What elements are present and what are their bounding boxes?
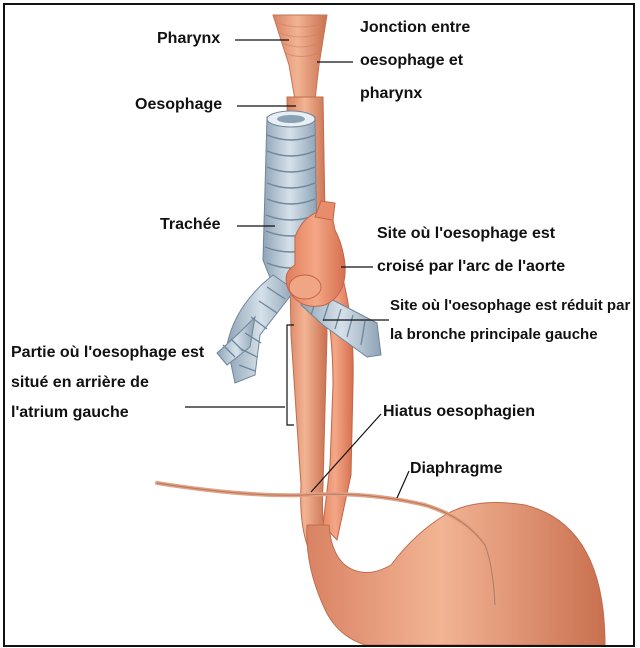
pharynx-shape bbox=[273, 15, 327, 100]
label-atrium-line-1: Partie où l'oesophage est bbox=[11, 339, 204, 367]
label-bronche-line-1: Site où l'oesophage est réduit par bbox=[390, 292, 630, 320]
label-arc-aorte-line-1: Site où l'oesophage est bbox=[377, 220, 555, 248]
label-jonction-line-3: pharynx bbox=[360, 80, 422, 108]
label-diaphragme: Diaphragme bbox=[410, 455, 502, 483]
label-trachee: Trachée bbox=[160, 211, 220, 239]
stomach-shape bbox=[307, 503, 605, 645]
leader-diaphragme bbox=[397, 471, 409, 498]
label-pharynx: Pharynx bbox=[157, 25, 220, 53]
right-bronchus-shape bbox=[227, 275, 295, 383]
aortic-arch-cross-section bbox=[289, 275, 321, 299]
trachea-lumen bbox=[277, 115, 305, 123]
label-atrium-line-3: l'atrium gauche bbox=[11, 399, 129, 427]
label-jonction-line-2: oesophage et bbox=[360, 47, 463, 75]
label-hiatus: Hiatus oesophagien bbox=[383, 398, 535, 426]
label-atrium-line-2: situé en arrière de bbox=[11, 369, 149, 397]
label-arc-aorte-line-2: croisé par l'arc de l'aorte bbox=[377, 253, 565, 281]
label-jonction-line-1: Jonction entre bbox=[360, 14, 470, 42]
diagram-frame: Pharynx Jonction entre oesophage et phar… bbox=[3, 3, 635, 647]
label-oesophage: Oesophage bbox=[135, 91, 222, 119]
label-bronche-line-2: la bronche principale gauche bbox=[390, 321, 598, 349]
